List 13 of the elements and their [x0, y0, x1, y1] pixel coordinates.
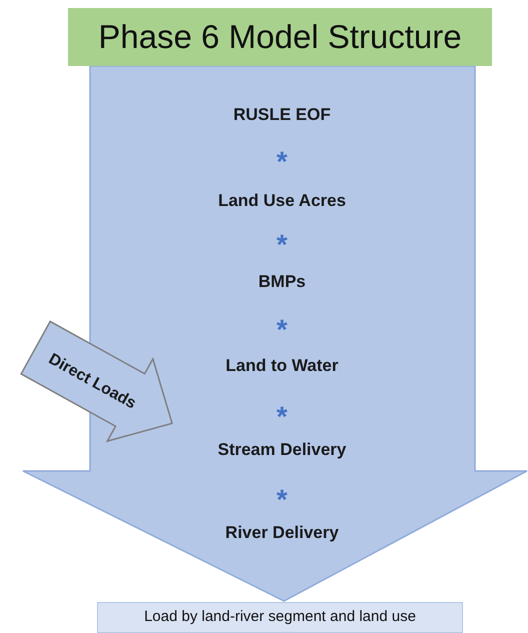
step-label: BMPs — [258, 271, 306, 292]
multiply-sign: * — [276, 316, 288, 344]
step-label: RUSLE EOF — [233, 104, 331, 126]
step-label: Land Use Acres — [218, 190, 346, 212]
step-label: Land to Water — [226, 355, 338, 376]
multiply-sign: * — [276, 403, 288, 431]
multiply-sign: * — [276, 231, 288, 259]
multiply-sign: * — [276, 148, 288, 176]
step-label: Stream Delivery — [218, 439, 346, 460]
result-box: Load by land-river segment and land use — [97, 602, 463, 633]
multiply-sign: * — [276, 486, 288, 514]
title-banner: Phase 6 Model Structure — [68, 8, 492, 66]
step-label: River Delivery — [225, 522, 339, 544]
